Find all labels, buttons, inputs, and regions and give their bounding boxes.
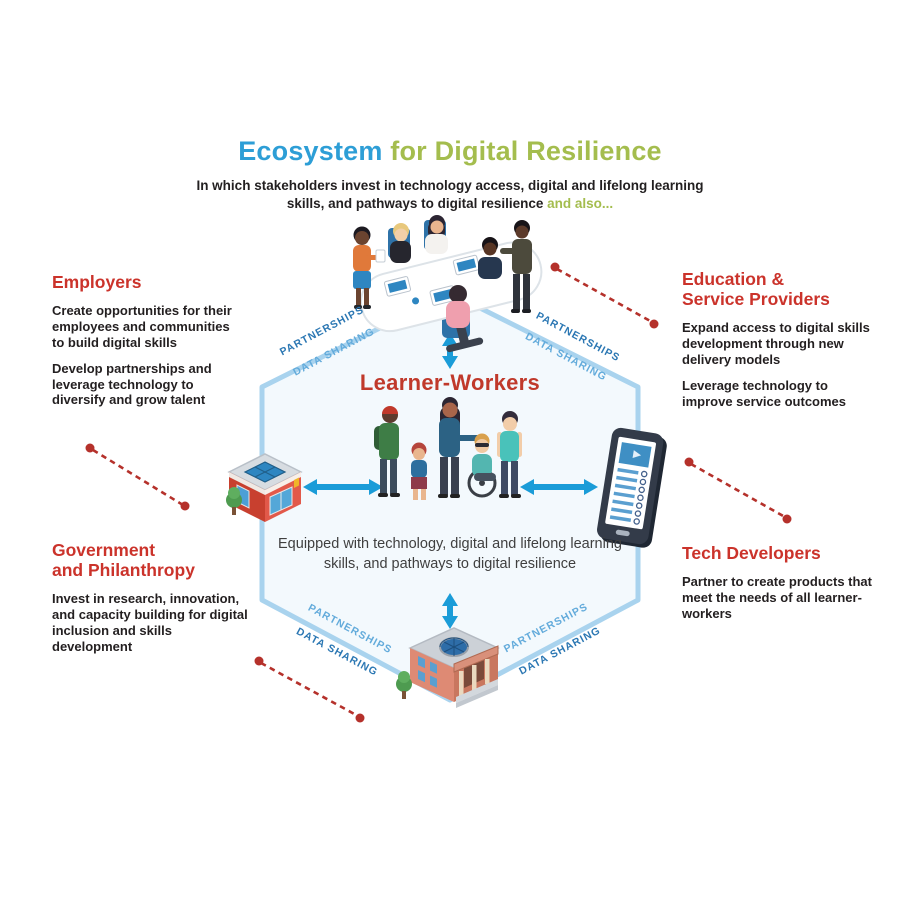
subtitle-highlight: and also... — [547, 195, 614, 211]
dashed-connector-education — [550, 262, 659, 329]
heading-line: Employers — [52, 272, 142, 292]
heading-line: and Philanthropy — [52, 560, 195, 581]
double-arrow-bottom — [442, 593, 458, 629]
stakeholder-tech-heading: Tech Developers — [682, 543, 874, 563]
stakeholder-tech-paragraph-1: Partner to create products that meet the… — [682, 574, 872, 621]
double-arrow-left — [303, 479, 383, 495]
learner-workers-caption: Equipped with technology, digital and li… — [278, 536, 622, 572]
stakeholder-employers-paragraph-1: Create opportunities for their employees… — [52, 303, 232, 350]
heading-line: Government — [52, 540, 156, 560]
double-arrow-right — [520, 479, 598, 495]
stakeholder-education-service-providers: Education &Service Providers Expand acce… — [682, 269, 874, 420]
page-subtitle: In which stakeholders invest in technolo… — [190, 177, 710, 212]
tablet-device-icon — [597, 427, 667, 548]
learner-workers-heading: Learner-Workers — [359, 370, 541, 395]
dashed-connector-employers — [85, 443, 190, 511]
storefront-building-icon — [226, 453, 303, 522]
stakeholder-employers-paragraph-2: Develop partnerships and leverage techno… — [52, 360, 212, 408]
stakeholder-employers: Employers Create opportunities for their… — [52, 272, 237, 418]
stakeholder-gov-paragraph-1: Invest in research, innovation, and capa… — [52, 591, 248, 654]
heading-line: Education & — [682, 269, 785, 289]
government-building-icon — [396, 627, 500, 708]
stakeholder-esp-paragraph-2: Leverage technology to improve service o… — [682, 377, 847, 409]
title-highlight: Ecosystem — [238, 136, 383, 166]
page-title: Ecosystem for Digital Resilience — [0, 136, 900, 167]
title-rest: for Digital Resilience — [382, 136, 662, 166]
heading-line: Tech Developers — [682, 543, 821, 563]
stakeholder-employers-heading: Employers — [52, 272, 237, 292]
stakeholder-tech-developers: Tech Developers Partner to create produc… — [682, 543, 874, 632]
subtitle-text: In which stakeholders invest in technolo… — [196, 178, 704, 211]
heading-line: Service Providers — [682, 289, 830, 310]
dashed-connector-government — [254, 656, 365, 723]
stakeholder-esp-paragraph-1: Expand access to digital skills developm… — [682, 320, 870, 367]
stakeholder-esp-heading: Education &Service Providers — [682, 269, 874, 309]
learner-workers-group-illustration — [374, 397, 522, 500]
dashed-connector-tech — [684, 457, 792, 524]
